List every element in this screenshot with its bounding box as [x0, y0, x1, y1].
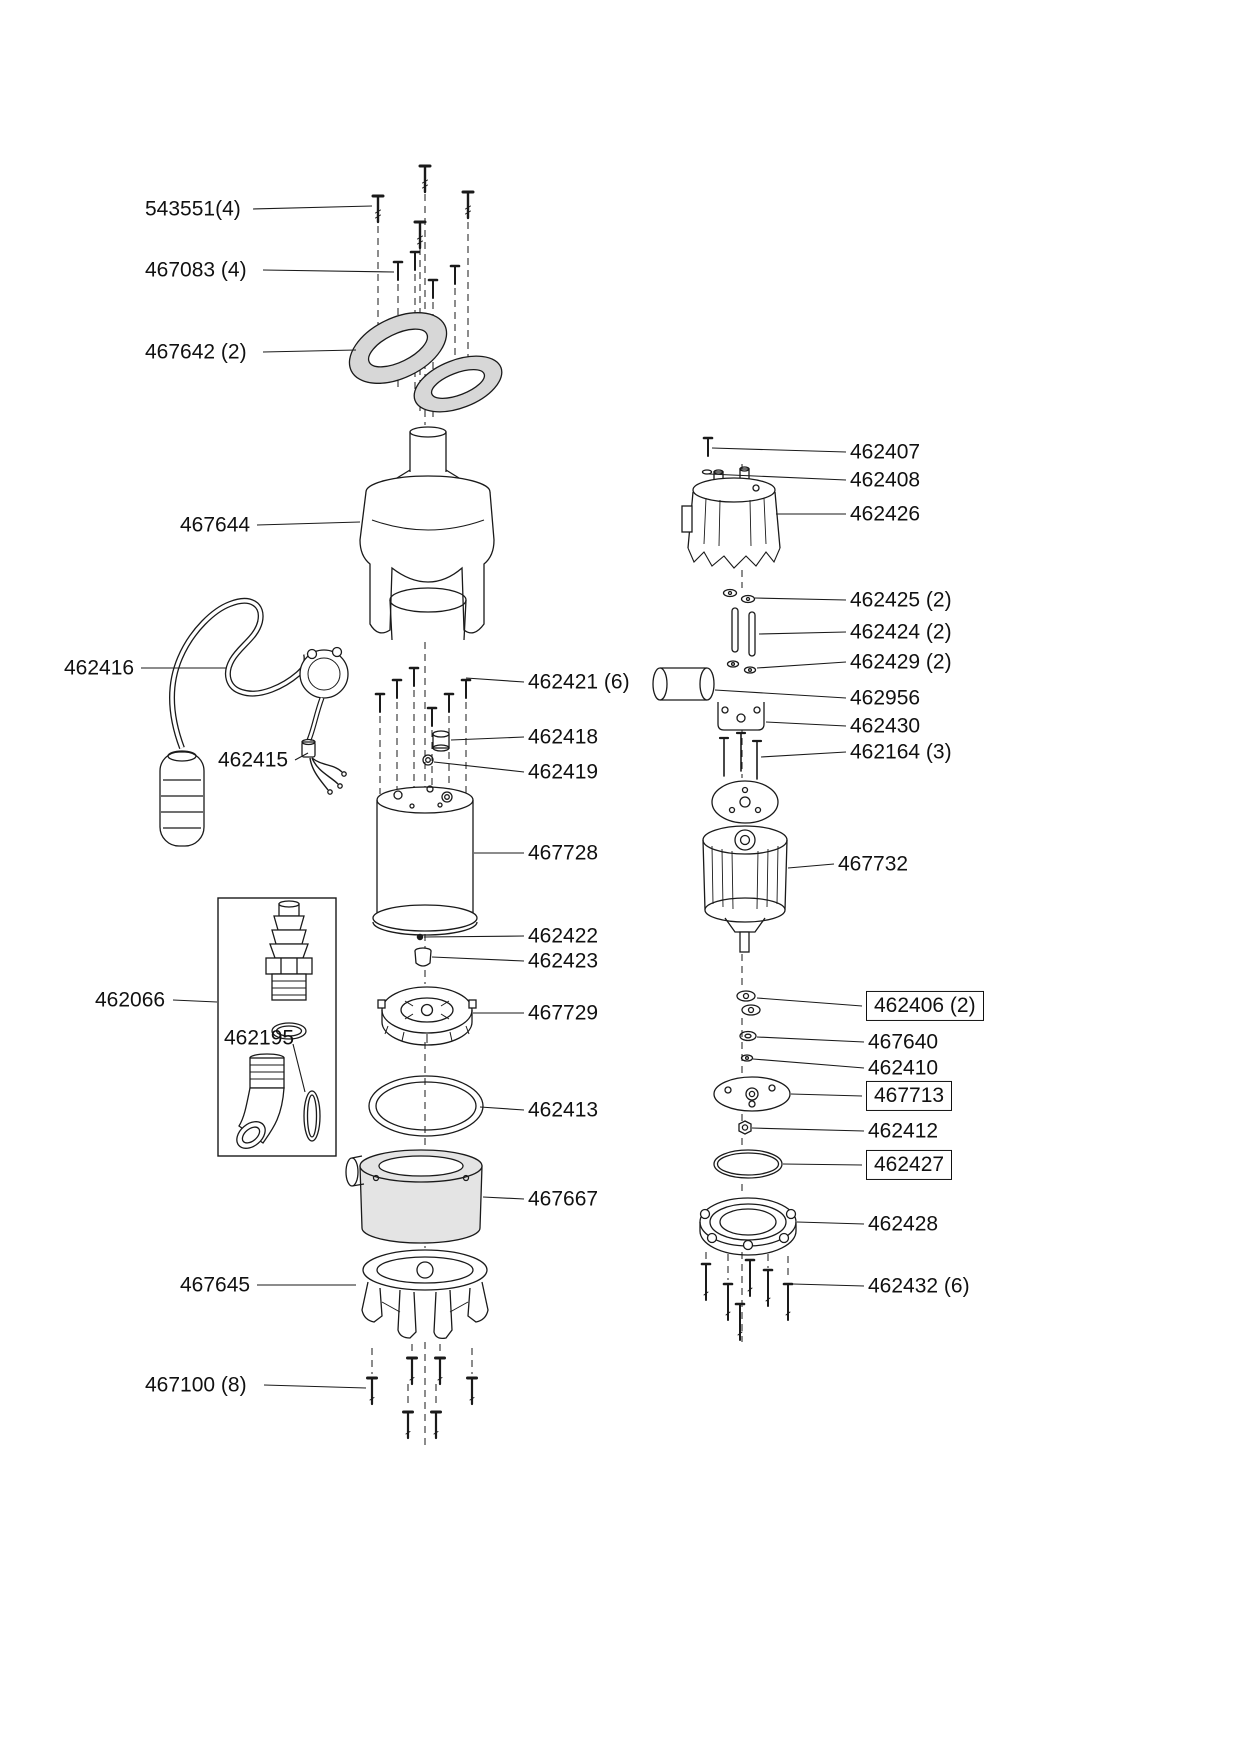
part-label-462412: 462412: [868, 1119, 939, 1143]
part-label-467644: 467644: [180, 513, 251, 537]
grommet-462415: [301, 738, 316, 758]
part-label-462425: 462425 (2): [850, 588, 952, 612]
part-label-467713: 467713: [866, 1080, 953, 1112]
part-label-467640: 467640: [868, 1030, 939, 1054]
part-label-467667: 467667: [528, 1187, 599, 1211]
part-label-462195: 462195: [224, 1026, 295, 1050]
part-462422: [416, 933, 424, 941]
motor-housing-467728: [372, 785, 478, 936]
cable-462416: [159, 597, 349, 847]
oring-462195: [303, 1090, 321, 1142]
part-label-467728: 467728: [528, 841, 599, 865]
bracket-462430: [717, 702, 765, 731]
part-label-467100: 467100 (8): [145, 1373, 247, 1397]
part-label-462424: 462424 (2): [850, 620, 952, 644]
part-label-467083: 467083 (4): [145, 258, 247, 282]
part-label-462413: 462413: [528, 1098, 599, 1122]
part-label-462432: 462432 (6): [868, 1274, 970, 1298]
bottom-plate-462428: [699, 1197, 797, 1256]
accessory-box-462066: [217, 897, 337, 1157]
part-label-462419: 462419: [528, 760, 599, 784]
part-label-462427: 462427: [866, 1149, 953, 1181]
part-label-462418: 462418: [528, 725, 599, 749]
part-label-467729: 467729: [528, 1001, 599, 1025]
impeller-housing-467729: [377, 986, 477, 1046]
part-label-462164: 462164 (3): [850, 740, 952, 764]
part-label-467645: 467645: [180, 1273, 251, 1297]
leader-lines: [141, 205, 865, 1389]
pump-housing-467667: [345, 1149, 483, 1244]
part-label-462415: 462415: [218, 748, 289, 772]
part-label-467732: 467732: [838, 852, 909, 876]
impeller-467713: [713, 1076, 791, 1112]
capacitor-462956: [652, 667, 715, 701]
part-label-462429: 462429 (2): [850, 650, 952, 674]
washers-462406: [736, 990, 761, 1016]
part-label-462421: 462421 (6): [528, 670, 630, 694]
part-label-462430: 462430: [850, 714, 921, 738]
part-label-462410: 462410: [868, 1056, 939, 1080]
part-label-462066: 462066: [95, 988, 166, 1012]
part-label-462406: 462406 (2): [866, 990, 984, 1022]
part-label-462407: 462407: [850, 440, 921, 464]
base-467645: [361, 1249, 489, 1340]
part-label-462423: 462423: [528, 949, 599, 973]
handle-467642: [348, 312, 503, 413]
part-label-462956: 462956: [850, 686, 921, 710]
washer-462408: [701, 469, 713, 475]
housing-467644: [359, 426, 495, 641]
gasket-462413: [368, 1075, 484, 1137]
part-label-462408: 462408: [850, 468, 921, 492]
pins-462424: [731, 607, 756, 657]
oring-462427: [713, 1149, 783, 1179]
part-462419: [422, 754, 434, 766]
washer-467640: [739, 1030, 757, 1042]
nut-462412: [738, 1120, 752, 1135]
part-label-462428: 462428: [868, 1212, 939, 1236]
part-label-462416: 462416: [64, 656, 135, 680]
washers-462425: [722, 588, 756, 604]
part-label-462426: 462426: [850, 502, 921, 526]
switch-cover-462426: [681, 466, 781, 569]
motor-467732: [702, 780, 788, 953]
part-462418: [432, 730, 450, 752]
washers-462429: [726, 660, 757, 674]
part-label-462422: 462422: [528, 924, 599, 948]
part-462423: [414, 947, 432, 967]
washer-462410: [740, 1054, 754, 1062]
part-label-467642: 467642 (2): [145, 340, 247, 364]
part-label-543551: 543551(4): [145, 197, 241, 221]
